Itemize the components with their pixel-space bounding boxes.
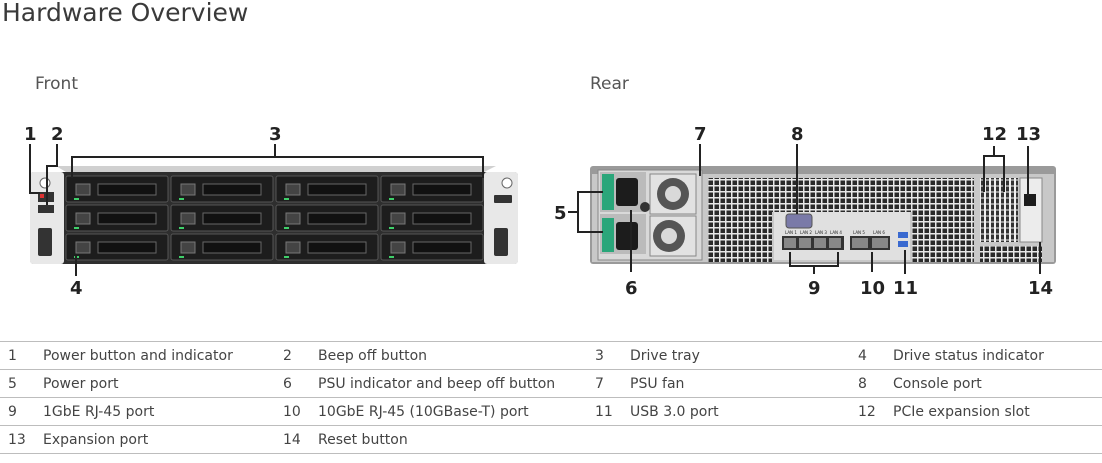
callout-8: 8 <box>791 124 804 145</box>
legend-num: 3 <box>595 341 630 370</box>
drive-status-led <box>389 227 394 229</box>
drive-tray <box>65 204 169 232</box>
legend-label: Drive tray <box>630 341 858 370</box>
drive-tray <box>380 204 484 232</box>
callout-1: 1 <box>24 124 37 145</box>
legend-row: 1 Power button and indicator 2 Beep off … <box>0 341 1102 370</box>
drive-tray <box>275 175 379 203</box>
legend-num: 6 <box>283 369 318 398</box>
rear-label: Rear <box>590 74 629 94</box>
front-callout-lines <box>29 144 484 276</box>
drive-status-led <box>74 198 79 200</box>
callout-5: 5 <box>554 203 567 224</box>
port-label-lan1: LAN 1 <box>785 230 797 235</box>
callout-9: 9 <box>808 278 821 299</box>
legend-label: Console port <box>893 369 1102 398</box>
legend-num: 5 <box>0 369 43 398</box>
drive-tray <box>380 233 484 261</box>
callout-14: 14 <box>1028 278 1053 299</box>
callout-6: 6 <box>625 278 638 299</box>
legend-label: 1GbE RJ-45 port <box>43 397 283 426</box>
legend-num: 9 <box>0 397 43 426</box>
legend-label: 10GbE RJ-45 (10GBase-T) port <box>318 397 595 426</box>
drive-tray <box>275 204 379 232</box>
legend-label: Beep off button <box>318 341 595 370</box>
legend-num: 12 <box>858 397 893 426</box>
drive-status-led <box>284 227 289 229</box>
legend-label: Power port <box>43 369 283 398</box>
legend-label: Power button and indicator <box>43 341 283 370</box>
port-label-lan4: LAN 4 <box>830 230 842 235</box>
legend-row: 5 Power port 6 PSU indicator and beep of… <box>0 369 1102 398</box>
drive-status-led <box>74 227 79 229</box>
legend-label: USB 3.0 port <box>630 397 858 426</box>
legend-label: PSU fan <box>630 369 858 398</box>
port-label-lan6: LAN 6 <box>873 230 885 235</box>
drive-status-led <box>179 256 184 258</box>
hardware-diagram: 1 2 3 4 <box>24 124 1056 299</box>
drive-tray <box>275 233 379 261</box>
legend-num: 11 <box>595 397 630 426</box>
legend-num: 4 <box>858 341 893 370</box>
legend-row: 13 Expansion port 14 Reset button <box>0 425 1102 454</box>
legend-label: PCIe expansion slot <box>893 397 1102 426</box>
drive-status-led <box>179 198 184 200</box>
callout-3: 3 <box>269 124 282 145</box>
port-label-lan3: LAN 3 <box>815 230 827 235</box>
drive-status-led <box>179 227 184 229</box>
rear-callout-lines <box>568 144 1041 274</box>
rear-chassis <box>590 166 1056 264</box>
port-label-lan2: LAN 2 <box>800 230 812 235</box>
callout-4: 4 <box>70 278 83 299</box>
legend-label: Reset button <box>318 425 595 454</box>
drive-trays <box>65 175 484 261</box>
drive-tray <box>170 204 274 232</box>
legend-row: 9 1GbE RJ-45 port 10 10GbE RJ-45 (10GBas… <box>0 397 1102 426</box>
legend-num: 7 <box>595 369 630 398</box>
page-title: Hardware Overview <box>2 0 249 27</box>
drive-tray <box>380 175 484 203</box>
drive-status-led <box>389 256 394 258</box>
drive-tray <box>170 175 274 203</box>
drive-tray <box>65 175 169 203</box>
legend-num: 14 <box>283 425 318 454</box>
legend-num: 13 <box>0 425 43 454</box>
legend-num: 2 <box>283 341 318 370</box>
port-labels: LAN 1 LAN 2 LAN 3 LAN 4 LAN 5 LAN 6 <box>785 230 885 235</box>
drive-status-led <box>284 198 289 200</box>
drive-status-led <box>284 256 289 258</box>
callout-12: 12 <box>982 124 1007 145</box>
legend-num: 8 <box>858 369 893 398</box>
parts-legend: 1 Power button and indicator 2 Beep off … <box>0 341 1102 454</box>
callout-13: 13 <box>1016 124 1041 145</box>
drive-status-led <box>389 198 394 200</box>
legend-label: Expansion port <box>43 425 283 454</box>
front-label: Front <box>35 74 78 94</box>
legend-label: PSU indicator and beep off button <box>318 369 595 398</box>
legend-num: 1 <box>0 341 43 370</box>
callout-10: 10 <box>860 278 885 299</box>
drive-tray <box>170 233 274 261</box>
callout-2: 2 <box>51 124 64 145</box>
legend-num: 10 <box>283 397 318 426</box>
drive-tray <box>65 233 169 261</box>
port-label-lan5: LAN 5 <box>853 230 865 235</box>
legend-label: Drive status indicator <box>893 341 1102 370</box>
callout-7: 7 <box>694 124 707 145</box>
callout-11: 11 <box>893 278 918 299</box>
